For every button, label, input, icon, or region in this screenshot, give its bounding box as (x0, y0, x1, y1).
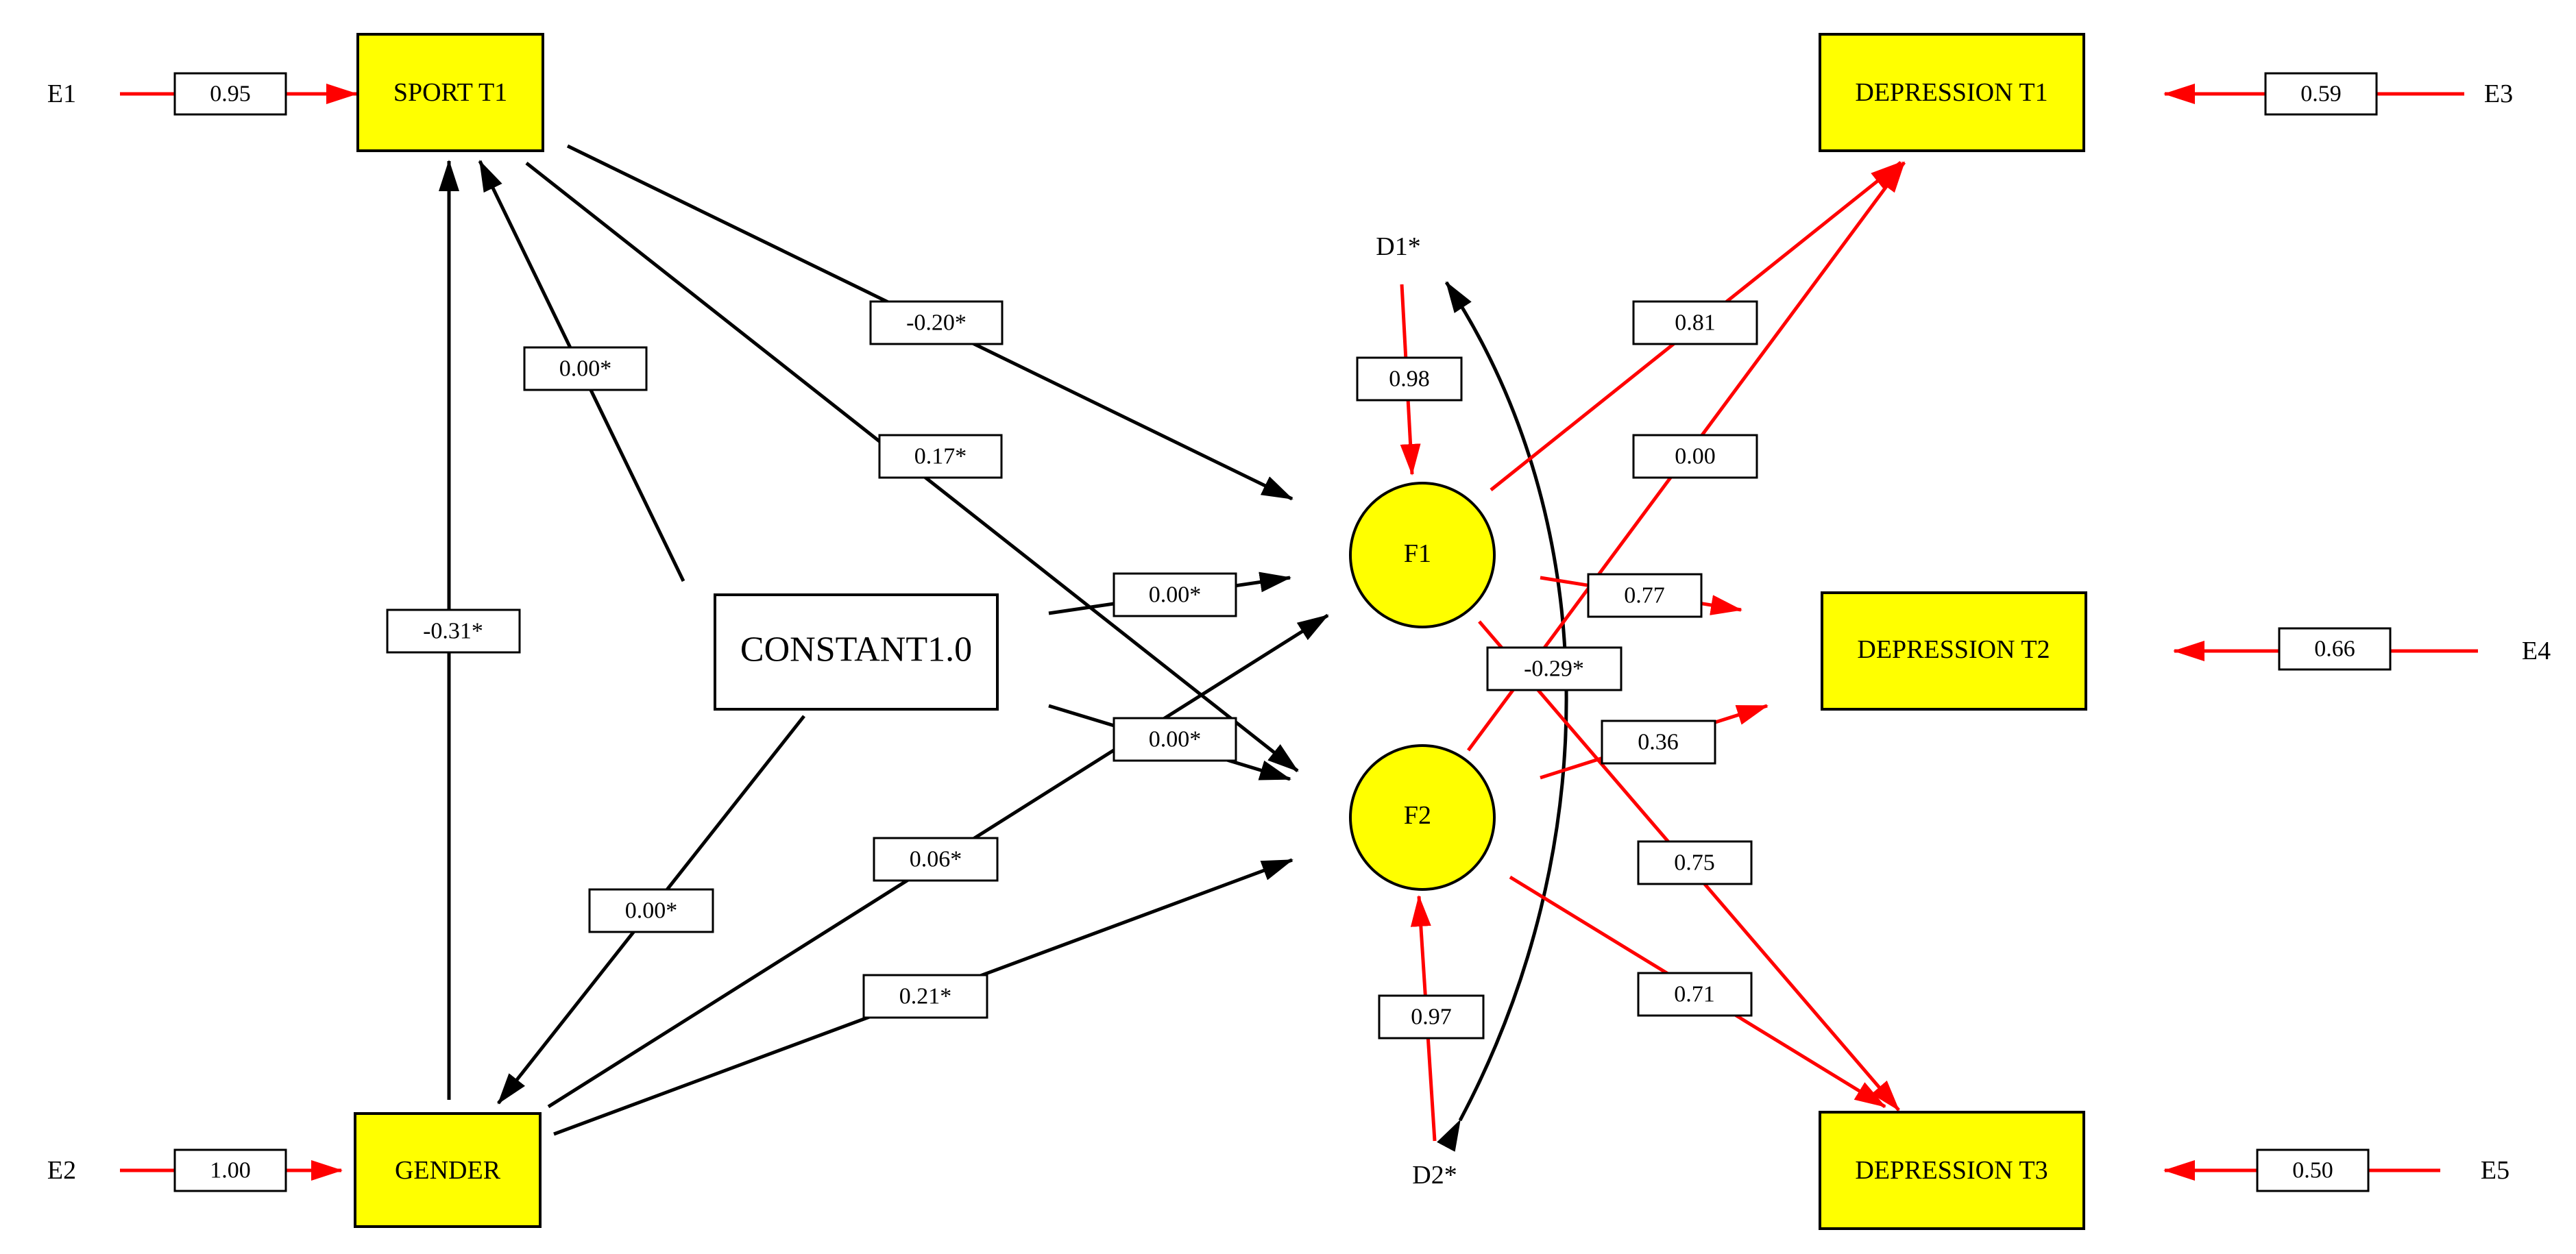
node-gender-label: GENDER (395, 1156, 501, 1185)
coef-f1-dep1: 0.81 (1632, 300, 1758, 345)
coef-d2-f2: 0.97 (1378, 994, 1485, 1040)
node-constant: CONSTANT1.0 (714, 593, 999, 711)
coef-gender-sport-text: -0.31* (423, 619, 483, 644)
coef-d2-f2-text: 0.97 (1411, 1005, 1452, 1030)
node-gender: GENDER (354, 1112, 542, 1228)
coef-f2-dep1: 0.00 (1632, 434, 1758, 479)
coef-f2-dep3: 0.71 (1637, 972, 1753, 1017)
e5-label: E5 (2481, 1156, 2510, 1185)
coef-e5-dep3-text: 0.50 (2292, 1158, 2333, 1183)
coef-sport-f2: 0.17* (878, 434, 1003, 479)
coef-e1-sport-text: 0.95 (210, 82, 251, 107)
e2-label: E2 (47, 1156, 76, 1185)
coef-e2-gender: 1.00 (173, 1148, 287, 1192)
node-depression-t3: DEPRESSION T3 (1819, 1111, 2085, 1230)
coef-f2-dep2-text: 0.36 (1638, 730, 1679, 755)
e1-label: E1 (47, 79, 76, 108)
coef-f1-dep2-text: 0.77 (1624, 583, 1665, 608)
coef-const-gender: 0.00* (588, 888, 714, 933)
coef-gender-f2-text: 0.21* (899, 984, 952, 1009)
coef-gender-f2: 0.21* (862, 974, 988, 1019)
node-depression-t2: DEPRESSION T2 (1821, 591, 2087, 711)
coef-d1-f1: 0.98 (1356, 356, 1463, 402)
node-depression-t1: DEPRESSION T1 (1819, 33, 2085, 152)
node-f1-label: F1 (1404, 539, 1431, 568)
coef-d1-d2: -0.29* (1486, 646, 1623, 691)
coef-const-f2-text: 0.00* (1149, 727, 1202, 752)
coef-e4-dep2: 0.66 (2278, 627, 2392, 671)
coef-f2-dep2: 0.36 (1601, 720, 1716, 765)
node-depression-t1-label: DEPRESSION T1 (1855, 78, 2048, 107)
coef-e2-gender-text: 1.00 (210, 1158, 251, 1183)
coef-e3-dep1: 0.59 (2264, 72, 2378, 116)
coef-sport-f1-text: -0.20* (906, 310, 967, 336)
node-sport-t1-label: SPORT T1 (393, 78, 507, 107)
coef-const-f2: 0.00* (1113, 717, 1237, 762)
coef-e3-dep1-text: 0.59 (2300, 82, 2342, 107)
coef-d1-f1-text: 0.98 (1389, 367, 1430, 392)
coef-f2-dep3-text: 0.71 (1674, 982, 1715, 1007)
coef-const-f1-text: 0.00* (1149, 582, 1202, 608)
coef-sport-f1: -0.20* (869, 300, 1004, 345)
e3-label: E3 (2484, 79, 2513, 108)
coef-e1-sport: 0.95 (173, 72, 287, 116)
coef-f2-dep1-text: 0.00 (1675, 444, 1716, 469)
coef-e4-dep2-text: 0.66 (2314, 637, 2355, 662)
coef-gender-sport: -0.31* (386, 608, 521, 654)
node-sport-t1: SPORT T1 (356, 33, 544, 152)
coef-const-gender-text: 0.00* (625, 898, 678, 924)
node-depression-t3-label: DEPRESSION T3 (1855, 1156, 2048, 1185)
coef-const-f1: 0.00* (1113, 572, 1237, 617)
node-constant-label: CONSTANT1.0 (740, 630, 972, 669)
node-f1: F1 (1349, 482, 1496, 628)
node-f2-label: F2 (1404, 801, 1431, 830)
coef-f1-dep3-text: 0.75 (1674, 850, 1715, 876)
coef-f1-dep1-text: 0.81 (1675, 310, 1716, 336)
coef-f1-dep3: 0.75 (1637, 840, 1753, 885)
coef-d1-d2-text: -0.29* (1524, 656, 1584, 682)
node-depression-t2-label: DEPRESSION T2 (1857, 635, 2050, 664)
coef-const-sport-text: 0.00* (559, 356, 612, 382)
coef-sport-f2-text: 0.17* (914, 444, 967, 469)
coef-f1-dep2: 0.77 (1587, 573, 1703, 618)
coef-e5-dep3: 0.50 (2256, 1148, 2370, 1192)
e4-label: E4 (2522, 637, 2551, 665)
node-f2: F2 (1349, 744, 1496, 891)
d2-label: D2* (1412, 1161, 1457, 1190)
coef-gender-f1: 0.06* (873, 837, 999, 882)
d1-label: D1* (1376, 232, 1420, 261)
coef-gender-f1-text: 0.06* (910, 847, 962, 872)
coef-const-sport: 0.00* (523, 346, 648, 391)
